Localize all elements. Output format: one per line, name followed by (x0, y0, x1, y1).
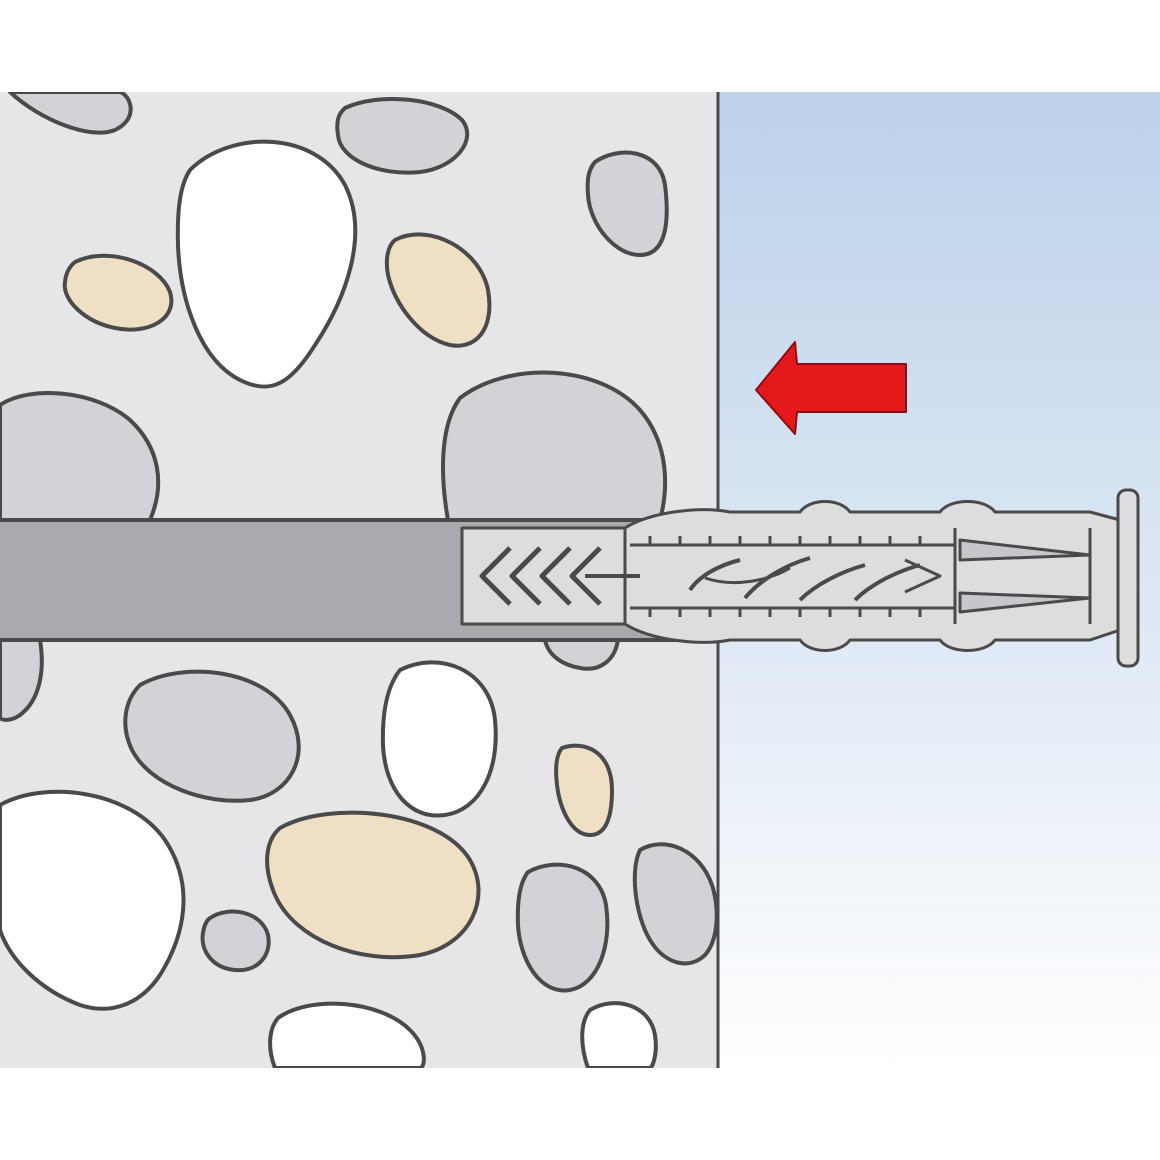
arrow-left-icon (755, 341, 907, 435)
stone (268, 1001, 426, 1068)
stone (384, 232, 492, 348)
stone (175, 139, 358, 389)
stone (441, 370, 668, 522)
stone (62, 253, 174, 332)
stone (200, 909, 271, 973)
stone (265, 810, 481, 960)
stone (585, 150, 669, 257)
stone (632, 842, 718, 966)
stone (0, 638, 44, 722)
stone (8, 92, 133, 135)
stone (123, 669, 301, 803)
stone (380, 660, 498, 818)
stone (580, 1001, 658, 1068)
stone (0, 391, 161, 522)
stone (335, 97, 470, 175)
stone (554, 743, 614, 837)
stone (515, 862, 610, 993)
stone (543, 638, 620, 671)
wall-plug (460, 488, 1140, 668)
stone (0, 789, 186, 1011)
